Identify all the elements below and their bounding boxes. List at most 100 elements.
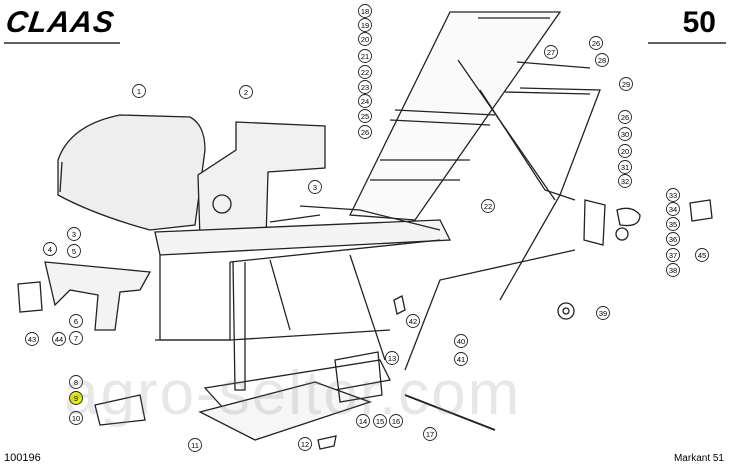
callout-circle bbox=[618, 110, 632, 124]
callout-circle bbox=[423, 427, 437, 441]
callout-label: 7 bbox=[74, 334, 78, 343]
callout-label: 10 bbox=[72, 414, 80, 423]
page-number: 50 bbox=[682, 6, 716, 39]
callout-circle bbox=[358, 125, 372, 139]
callout-label: 28 bbox=[598, 56, 606, 65]
callout-label: 37 bbox=[669, 251, 677, 260]
callout-circle bbox=[589, 36, 603, 50]
callout-34: 34 bbox=[666, 202, 680, 216]
callout-group: 1819202122232425262726282926302031322233… bbox=[25, 4, 709, 452]
callout-label: 33 bbox=[669, 191, 677, 200]
callout-circle bbox=[618, 127, 632, 141]
callout-label: 1 bbox=[137, 87, 141, 96]
callout-22: 22 bbox=[481, 199, 495, 213]
callout-25: 25 bbox=[358, 109, 372, 123]
callout-circle bbox=[666, 263, 680, 277]
callout-label: 5 bbox=[72, 247, 76, 256]
callout-circle bbox=[358, 4, 372, 18]
callout-label: 36 bbox=[669, 235, 677, 244]
callout-label: 12 bbox=[301, 440, 309, 449]
callout-circle bbox=[695, 248, 709, 262]
callout-29: 29 bbox=[619, 77, 633, 91]
callout-label: 35 bbox=[669, 220, 677, 229]
frame-drawing bbox=[17, 11, 713, 450]
callout-20: 20 bbox=[618, 144, 632, 158]
callout-30: 30 bbox=[618, 127, 632, 141]
callout-label: 19 bbox=[361, 21, 369, 30]
callout-circle bbox=[43, 242, 57, 256]
callout-label: 8 bbox=[74, 378, 78, 387]
callout-circle bbox=[132, 84, 146, 98]
callout-label: 20 bbox=[361, 35, 369, 44]
callout-circle bbox=[595, 53, 609, 67]
callout-label: 44 bbox=[55, 335, 63, 344]
callout-36: 36 bbox=[666, 232, 680, 246]
callout-label: 40 bbox=[457, 337, 465, 346]
callout-20: 20 bbox=[358, 32, 372, 46]
callout-circle bbox=[666, 202, 680, 216]
callout-14: 14 bbox=[356, 414, 370, 428]
callout-37: 37 bbox=[666, 248, 680, 262]
callout-circle bbox=[385, 351, 399, 365]
model-label: Markant 51 bbox=[673, 453, 724, 464]
callout-23: 23 bbox=[358, 80, 372, 94]
callout-label: 14 bbox=[359, 417, 367, 426]
callout-circle bbox=[358, 18, 372, 32]
callout-circle bbox=[358, 32, 372, 46]
callout-45: 45 bbox=[695, 248, 709, 262]
callout-26: 26 bbox=[358, 125, 372, 139]
callout-circle bbox=[618, 144, 632, 158]
callout-circle bbox=[69, 391, 83, 405]
callout-13: 13 bbox=[385, 351, 399, 365]
callout-label: 27 bbox=[547, 48, 555, 57]
callout-circle bbox=[406, 314, 420, 328]
callout-12: 12 bbox=[298, 437, 312, 451]
callout-label: 13 bbox=[388, 354, 396, 363]
callout-44: 44 bbox=[52, 332, 66, 346]
callout-label: 20 bbox=[621, 147, 629, 156]
callout-circle bbox=[666, 217, 680, 231]
callout-label: 18 bbox=[361, 7, 369, 16]
callout-10: 10 bbox=[69, 411, 83, 425]
callout-41: 41 bbox=[454, 352, 468, 366]
callout-circle bbox=[666, 232, 680, 246]
callout-circle bbox=[619, 77, 633, 91]
callout-circle bbox=[67, 227, 81, 241]
callout-circle bbox=[308, 180, 322, 194]
callout-22: 22 bbox=[358, 65, 372, 79]
callout-24: 24 bbox=[358, 94, 372, 108]
callout-circle bbox=[618, 160, 632, 174]
callout-circle bbox=[454, 334, 468, 348]
callout-9: 9 bbox=[69, 391, 83, 405]
callout-circle bbox=[666, 188, 680, 202]
callout-label: 6 bbox=[74, 317, 78, 326]
callout-label: 26 bbox=[592, 39, 600, 48]
callout-15: 15 bbox=[373, 414, 387, 428]
callout-label: 4 bbox=[48, 245, 52, 254]
callout-circle bbox=[67, 244, 81, 258]
callout-circle bbox=[544, 45, 558, 59]
callout-label: 16 bbox=[392, 417, 400, 426]
callout-21: 21 bbox=[358, 49, 372, 63]
callout-label: 25 bbox=[361, 112, 369, 121]
callout-circle bbox=[481, 199, 495, 213]
callout-label: 26 bbox=[621, 113, 629, 122]
callout-40: 40 bbox=[454, 334, 468, 348]
callout-11: 11 bbox=[188, 438, 202, 452]
callout-label: 3 bbox=[72, 230, 76, 239]
callout-17: 17 bbox=[423, 427, 437, 441]
callout-26: 26 bbox=[618, 110, 632, 124]
callout-label: 2 bbox=[244, 88, 248, 97]
callout-2: 2 bbox=[239, 85, 253, 99]
callout-circle bbox=[454, 352, 468, 366]
callout-label: 30 bbox=[621, 130, 629, 139]
callout-label: 39 bbox=[599, 309, 607, 318]
callout-label: 22 bbox=[484, 202, 492, 211]
callout-circle bbox=[358, 109, 372, 123]
callout-6: 6 bbox=[69, 314, 83, 328]
callout-circle bbox=[373, 414, 387, 428]
callout-label: 3 bbox=[313, 183, 317, 192]
callout-circle bbox=[358, 65, 372, 79]
callout-circle bbox=[52, 332, 66, 346]
